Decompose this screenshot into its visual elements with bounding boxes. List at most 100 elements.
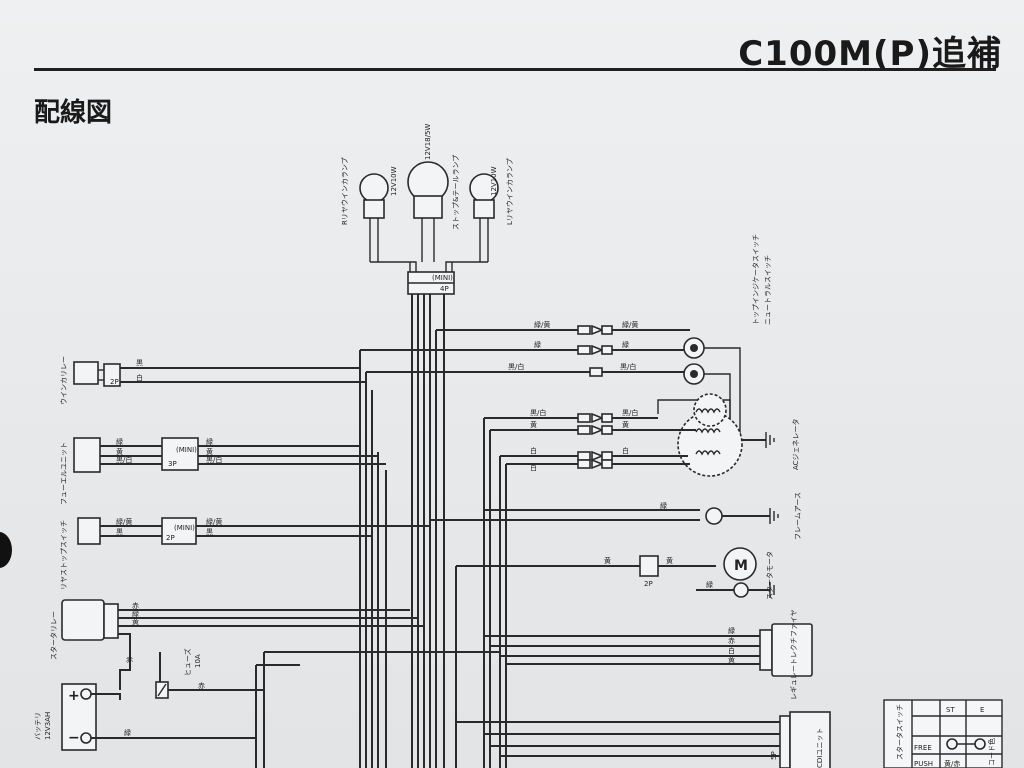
label-neutral-switch: ニュートラルスイッチ xyxy=(764,255,772,325)
label-frame-earth: フレームアース xyxy=(794,492,802,540)
connector-4p-mini: (MINI) xyxy=(432,274,453,282)
stop-tail-lamp: 12V18/5W ストップ&テールランプ xyxy=(407,124,460,262)
rear-stop-switch: (MINI) 2P 緑/黄 黒 緑/黄 黒 リヤストップスイッチ xyxy=(60,517,430,590)
fuel-unit: (MINI) 3P 緑 黄 黒/白 緑 黄 黒/白 フューエルユニット xyxy=(60,437,386,505)
svg-text:緑/黄: 緑/黄 xyxy=(622,320,638,329)
svg-text:白: 白 xyxy=(136,373,143,382)
ac-generator: ACジェネレータ 黒/白 黄 白 白 黒/白 黄 白 xyxy=(483,393,800,768)
svg-text:黒/白: 黒/白 xyxy=(508,362,524,371)
svg-text:白: 白 xyxy=(530,463,537,472)
label-battery: バッテリ xyxy=(34,712,42,740)
label-fuse-rating: 10A xyxy=(194,654,202,668)
svg-text:黄: 黄 xyxy=(116,447,123,456)
svg-text:緑/黄: 緑/黄 xyxy=(534,320,550,329)
svg-text:(MINI): (MINI) xyxy=(174,524,195,532)
svg-text:黒/白: 黒/白 xyxy=(622,408,638,417)
svg-text:黒/白: 黒/白 xyxy=(206,455,222,464)
table-color-values: 黄/赤 xyxy=(944,759,960,768)
svg-text:2P: 2P xyxy=(110,378,119,386)
svg-text:3P: 3P xyxy=(168,460,177,468)
regulator-rectifier: 緑 赤 白 黄 レギュレートレクチファイヤ xyxy=(484,609,813,700)
starter-motor: 2P M 黄 黄 緑 スタータモータ xyxy=(455,547,775,768)
svg-text:白: 白 xyxy=(728,646,735,655)
svg-text:黄: 黄 xyxy=(622,420,629,429)
section-title: 配線図 xyxy=(34,98,113,128)
page-header-title: C100M(P)追補 xyxy=(738,34,1002,74)
label-winker-relay: ウインカリレー xyxy=(60,356,68,405)
connector-4p-rear: (MINI) 4P xyxy=(407,271,455,295)
svg-text:緑: 緑 xyxy=(124,728,131,737)
motor-symbol: M xyxy=(734,558,748,574)
svg-text:黒: 黒 xyxy=(116,528,123,536)
label-stop-tail: ストップ&テールランプ xyxy=(452,155,460,230)
table-row-push: PUSH xyxy=(914,760,933,768)
svg-text:緑: 緑 xyxy=(534,340,541,349)
label-top-switch: トップインジケータスイッチ xyxy=(751,234,760,325)
connector-4p-label: 4P xyxy=(440,285,449,293)
svg-text:白: 白 xyxy=(530,446,537,455)
svg-text:2P: 2P xyxy=(644,580,653,588)
svg-text:緑: 緑 xyxy=(206,437,213,446)
svg-text:白: 白 xyxy=(622,446,629,455)
battery-minus: − xyxy=(68,730,80,746)
label-starter-relay: スタータリレー xyxy=(49,611,58,660)
frame-earth: 緑 フレームアース xyxy=(430,492,802,540)
svg-text:緑: 緑 xyxy=(622,340,629,349)
label-rear-stop-switch: リヤストップスイッチ xyxy=(60,520,68,590)
label-rear-lamp-r: Rリヤウインカランプ xyxy=(341,157,349,225)
winker-relay: 2P 黒 白 ウインカリレー xyxy=(60,356,366,405)
svg-text:2P: 2P xyxy=(166,534,175,542)
svg-text:赤: 赤 xyxy=(126,656,133,664)
battery-plus: + xyxy=(68,688,80,704)
svg-text:緑: 緑 xyxy=(706,580,713,589)
binder-hole xyxy=(0,532,12,568)
table-row-color: コード色 xyxy=(987,738,996,766)
svg-text:緑: 緑 xyxy=(116,437,123,446)
label-fuel-unit: フューエルユニット xyxy=(60,442,68,505)
svg-text:赤: 赤 xyxy=(132,602,139,610)
svg-text:黒: 黒 xyxy=(136,359,143,367)
label-starter-motor: スタータモータ xyxy=(765,551,774,600)
svg-text:黄: 黄 xyxy=(666,556,673,565)
svg-text:赤: 赤 xyxy=(198,682,205,690)
svg-text:黄: 黄 xyxy=(530,420,537,429)
starter-relay: 赤 緑 黄 スタータリレー 赤 xyxy=(49,599,424,690)
svg-text:緑: 緑 xyxy=(728,626,735,635)
battery: + − 緑 バッテリ 12V3AH xyxy=(34,683,256,751)
fuse: ヒューズ 10A 赤 xyxy=(155,648,340,699)
table-col-st: ST xyxy=(946,706,955,714)
label-ac-generator: ACジェネレータ xyxy=(791,418,800,470)
svg-text:黒/白: 黒/白 xyxy=(116,455,132,464)
neutral-switch: 緑 緑 黒/白 黒/白 ニュートラルスイッチ xyxy=(360,255,772,440)
svg-text:黒/白: 黒/白 xyxy=(620,362,636,371)
svg-text:黄: 黄 xyxy=(132,617,139,626)
label-rear-lamp-l: Lリヤウインカランプ xyxy=(506,158,514,225)
main-harness-trunk xyxy=(255,294,445,768)
rear-winker-lamp-l: Lリヤウインカランプ 12V10W xyxy=(469,158,514,262)
svg-text:(MINI): (MINI) xyxy=(176,446,197,454)
svg-text:黄: 黄 xyxy=(604,556,611,565)
top-indicator-switch: 緑/黄 緑/黄 トップインジケータスイッチ xyxy=(436,234,760,359)
rear-winker-lamp-r: Rリヤウインカランプ 12V10W xyxy=(341,157,398,262)
table-title: スタータスイッチ xyxy=(895,704,904,760)
label-stop-tail-rating: 12V18/5W xyxy=(424,124,432,160)
starter-switch-table: スタータスイッチ ST E FREE . PUSH コード色 黄/赤 xyxy=(883,699,1003,768)
svg-text:緑/黄: 緑/黄 xyxy=(116,517,132,526)
label-fuse: ヒューズ xyxy=(183,648,192,676)
svg-text:緑: 緑 xyxy=(132,609,139,618)
label-rear-lamp-l-rating: 12V10W xyxy=(490,166,498,196)
header-rule xyxy=(34,68,996,71)
label-cdi: CDIユニット xyxy=(816,728,824,768)
label-regulator: レギュレートレクチファイヤ xyxy=(790,609,798,700)
svg-text:黄: 黄 xyxy=(206,447,213,456)
svg-text:黄: 黄 xyxy=(728,655,735,664)
svg-text:緑/黄: 緑/黄 xyxy=(206,517,222,526)
label-battery-rating: 12V3AH xyxy=(44,712,52,740)
svg-text:黒/白: 黒/白 xyxy=(530,408,546,417)
svg-text:黒: 黒 xyxy=(206,528,213,536)
svg-text:5P: 5P xyxy=(770,751,778,760)
cdi-unit: 5P CDIユニット xyxy=(456,711,831,768)
label-rear-lamp-r-rating: 12V10W xyxy=(390,166,398,196)
